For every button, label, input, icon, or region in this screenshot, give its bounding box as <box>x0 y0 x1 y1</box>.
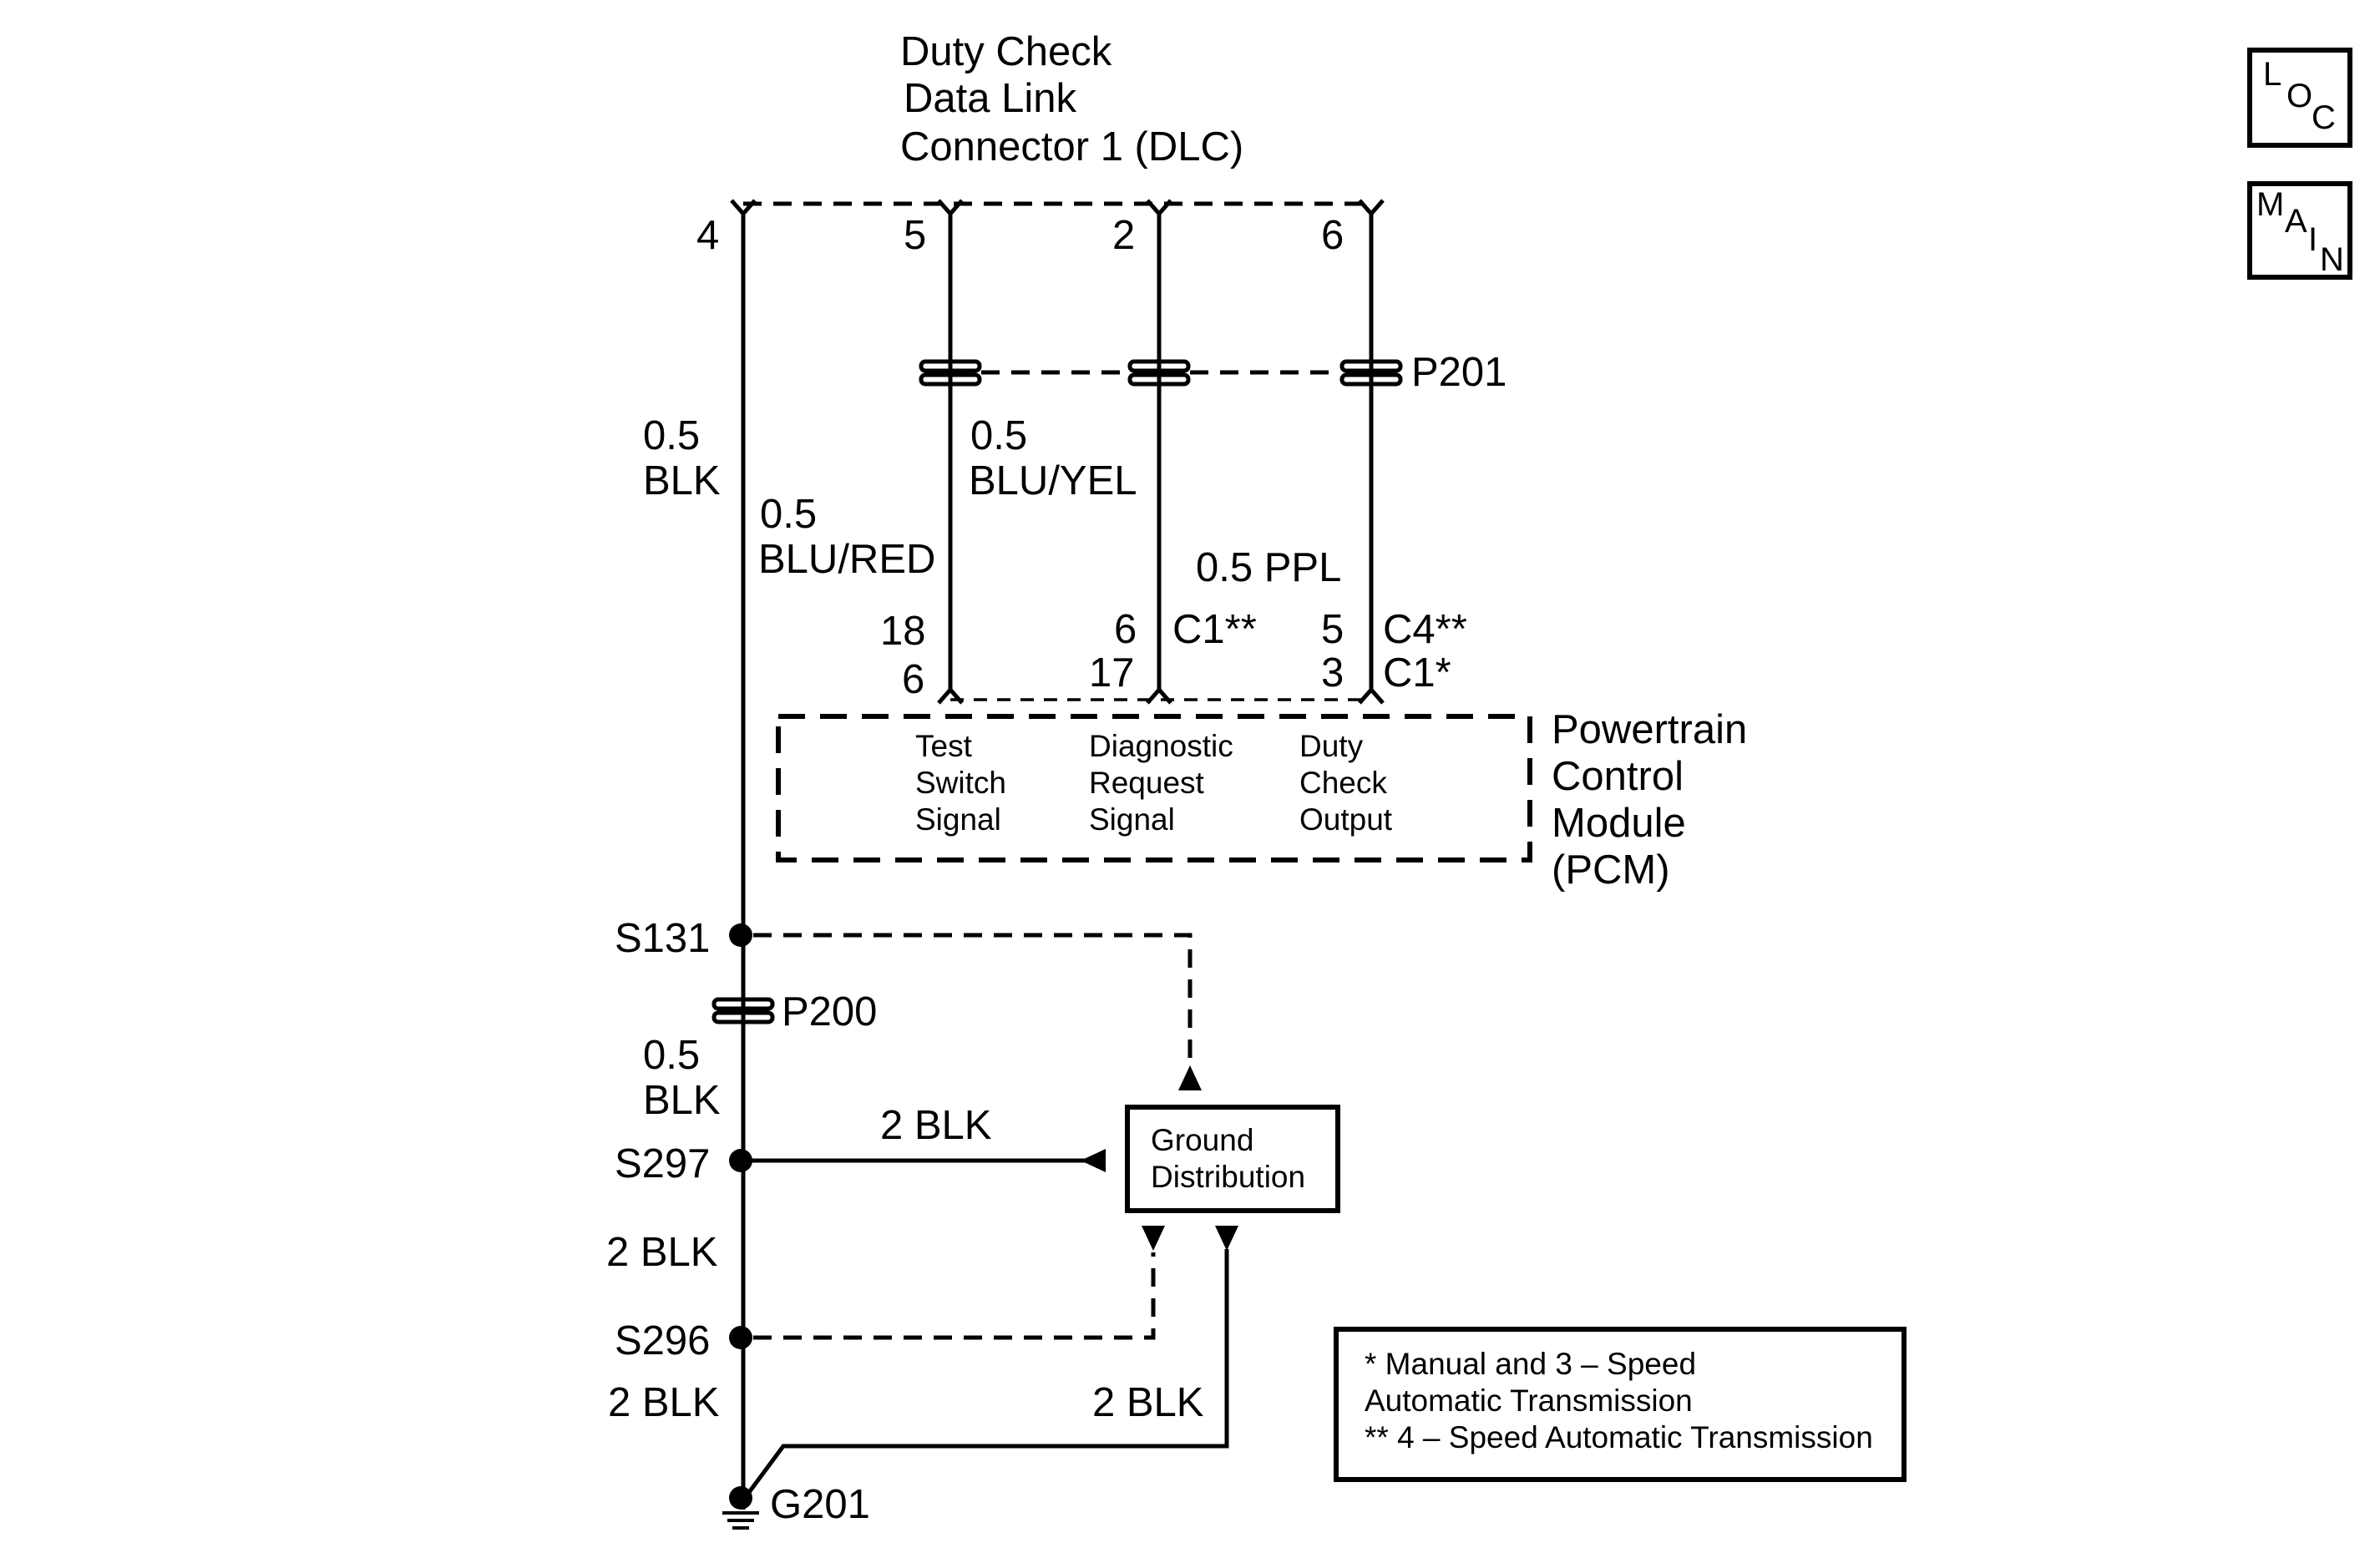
dlc-title-line-2: Data Link <box>904 76 1077 121</box>
dlc-terminal-2 <box>1146 199 1172 217</box>
pcm-connector-c1-star: C1* <box>1383 650 1451 696</box>
lower-blk-color: BLK <box>643 1078 721 1123</box>
notes-box <box>1334 1327 1907 1482</box>
p201-pin-ppl <box>1339 359 1403 387</box>
s131-dashed-link <box>753 933 1193 1062</box>
loc-letter-o: O <box>2286 78 2312 114</box>
pcm-signal-duty-1: Duty <box>1299 729 1364 763</box>
pcm-name-line-1: Powertrain <box>1552 707 1747 752</box>
arrow-left-gd <box>1081 1149 1106 1172</box>
note-line-3: ** 4 – Speed Automatic Transmission <box>1365 1420 1873 1454</box>
main-letter-m: M <box>2256 186 2284 223</box>
pcm-terminal-diag <box>1146 686 1172 705</box>
pcm-pin-6-diag: 6 <box>1114 607 1137 652</box>
dlc-pin-2: 2 <box>1112 213 1135 258</box>
ground-symbol-icon <box>722 1511 759 1530</box>
dlc-pin-5: 5 <box>904 213 926 258</box>
main-letter-n: N <box>2320 241 2344 278</box>
pcm-signal-diag-1: Diagnostic <box>1089 729 1233 763</box>
pcm-pin-18: 18 <box>880 609 926 654</box>
bottom-wire-label: 2 BLK <box>608 1380 720 1425</box>
splice-s131-label: S131 <box>615 916 710 961</box>
dlc-pin-4: 4 <box>696 213 719 258</box>
splice-s296-label: S296 <box>615 1318 710 1363</box>
loc-letter-l: L <box>2263 56 2281 93</box>
pcm-pin-5: 5 <box>1321 607 1344 652</box>
pcm-signal-test-2: Switch <box>915 766 1006 800</box>
pcm-signal-diag-2: Request <box>1089 766 1205 800</box>
pcm-connector-c4-dstar: C4** <box>1383 607 1467 652</box>
note-line-2: Automatic Transmission <box>1365 1383 1693 1418</box>
splice-s296-dot <box>729 1326 752 1349</box>
pcm-signal-duty-3: Output <box>1299 802 1393 837</box>
ground-distribution-line-2: Distribution <box>1151 1160 1305 1194</box>
dlc-title-line-1: Duty Check <box>900 29 1112 74</box>
p200-connector <box>711 997 775 1024</box>
arrow-down-gd-right <box>1215 1226 1238 1251</box>
pcm-pin-3: 3 <box>1321 650 1344 696</box>
ground-distribution-line-1: Ground <box>1151 1123 1253 1157</box>
main-letter-i: I <box>2308 221 2317 258</box>
pcm-terminal-test <box>937 686 964 705</box>
note-line-1: * Manual and 3 – Speed <box>1365 1347 1696 1381</box>
arrow-up-gd <box>1178 1065 1202 1090</box>
mid-wire-label: 2 BLK <box>606 1230 718 1275</box>
lower-blk-size: 0.5 <box>643 1033 700 1078</box>
pcm-name-line-3: Module <box>1552 801 1686 846</box>
pcm-name-line-4: (PCM) <box>1552 847 1670 893</box>
pcm-signal-test-3: Signal <box>915 802 1001 837</box>
p200-label: P200 <box>782 989 877 1034</box>
pcm-signal-duty-2: Check <box>1299 766 1387 800</box>
right-wire-label: 2 BLK <box>1092 1380 1204 1425</box>
splice-s297-label: S297 <box>615 1141 710 1186</box>
main-letter-a: A <box>2285 203 2307 240</box>
loc-button[interactable]: L O C <box>2247 48 2352 148</box>
pcm-connector-c1-dstar: C1** <box>1172 607 1257 652</box>
pcm-pin-17: 17 <box>1089 650 1135 696</box>
dlc-title-line-3: Connector 1 (DLC) <box>900 124 1243 169</box>
pcm-terminal-duty <box>1358 686 1385 705</box>
p201-label: P201 <box>1411 350 1506 395</box>
pcm-name-line-2: Control <box>1552 754 1684 799</box>
pcm-signal-diag-3: Signal <box>1089 802 1175 837</box>
pcm-box <box>776 714 1532 862</box>
splice-s131-dot <box>729 923 752 947</box>
blu-yel-wire-color: BLU/YEL <box>969 458 1137 503</box>
arrow-down-gd-left <box>1142 1226 1165 1251</box>
blk-wire-size: 0.5 <box>643 413 700 458</box>
blk-wire-color: BLK <box>643 458 721 503</box>
loc-letter-c: C <box>2312 99 2336 136</box>
dlc-pin-6: 6 <box>1321 213 1344 258</box>
ground-distribution-box <box>1125 1105 1340 1213</box>
gd-to-g201-wire <box>742 1249 1229 1500</box>
blu-red-wire-color: BLU/RED <box>758 537 935 582</box>
pcm-pin-6-test: 6 <box>902 657 924 702</box>
main-button[interactable]: M A I N <box>2247 181 2352 280</box>
s296-dashed-link <box>753 1252 1156 1340</box>
p201-pin-blu-yel <box>1127 359 1191 387</box>
dlc-terminal-6 <box>1358 199 1385 217</box>
dlc-terminal-5 <box>937 199 964 217</box>
ppl-wire-label: 0.5 PPL <box>1196 545 1341 590</box>
s297-branch-label: 2 BLK <box>880 1103 992 1148</box>
p201-pin-blu-red <box>919 359 982 387</box>
blu-red-wire-size: 0.5 <box>760 492 817 537</box>
ground-g201-dot <box>729 1486 752 1510</box>
ground-g201-label: G201 <box>770 1482 870 1527</box>
pcm-signal-test-1: Test <box>915 729 973 763</box>
blu-yel-wire-size: 0.5 <box>970 413 1027 458</box>
